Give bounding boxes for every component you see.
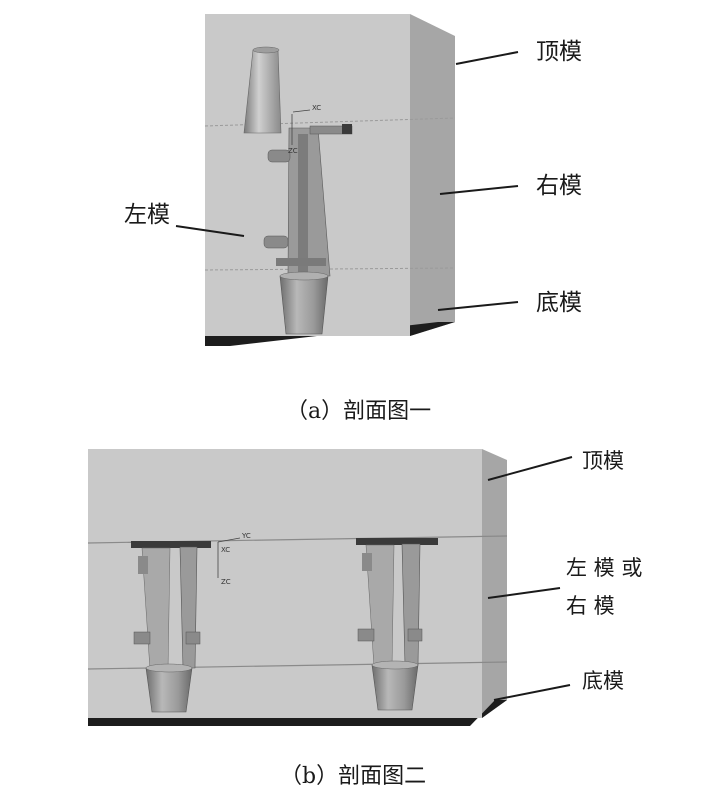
label-bottom-mold-a: 底模 xyxy=(536,290,582,316)
panel-b-cavity-right xyxy=(356,538,438,711)
panel-b-leader-middle xyxy=(487,587,561,599)
panel-b-bottom-face xyxy=(88,700,507,726)
panel-a-leader-top xyxy=(455,51,519,65)
label-left-mold-a: 左模 xyxy=(124,202,170,228)
svg-text:ZC: ZC xyxy=(288,147,298,155)
caption-b: （b）剖面图二 xyxy=(280,764,427,789)
label-bottom-mold-b: 底模 xyxy=(582,669,624,693)
panel-b-leader-bottom xyxy=(493,684,571,701)
panel-a-knob-upper xyxy=(267,149,291,163)
panel-b-side-face xyxy=(482,449,507,718)
label-top-mold-a: 顶模 xyxy=(536,39,582,65)
svg-text:ZC: ZC xyxy=(221,578,231,586)
svg-text:XC: XC xyxy=(312,104,321,112)
panel-b-cavity-left xyxy=(131,541,211,713)
label-right-mold-a: 右模 xyxy=(536,173,582,199)
panel-b-leader-top xyxy=(487,456,573,481)
panel-a-parting-line-bottom xyxy=(204,267,456,271)
panel-a-leader-bottom xyxy=(437,301,519,311)
panel-a-mold: XC ZC xyxy=(204,14,456,346)
label-left-or-right-mold-b-line2: 右 模 xyxy=(566,594,615,618)
label-left-or-right-mold-b-line1: 左 模 或 xyxy=(566,556,643,580)
panel-a-knob-lower xyxy=(263,235,289,249)
panel-a-leader-left xyxy=(175,225,245,237)
caption-a: （a）剖面图一 xyxy=(286,399,432,424)
panel-a-leader-right xyxy=(439,185,519,195)
panel-a-bottom-cylinder xyxy=(279,275,329,335)
label-top-mold-b: 顶模 xyxy=(582,449,624,473)
panel-a-side-face xyxy=(410,14,455,336)
svg-text:YC: YC xyxy=(241,532,251,540)
svg-text:XC: XC xyxy=(221,546,230,554)
panel-b-mold: YC XC ZC xyxy=(87,449,508,726)
